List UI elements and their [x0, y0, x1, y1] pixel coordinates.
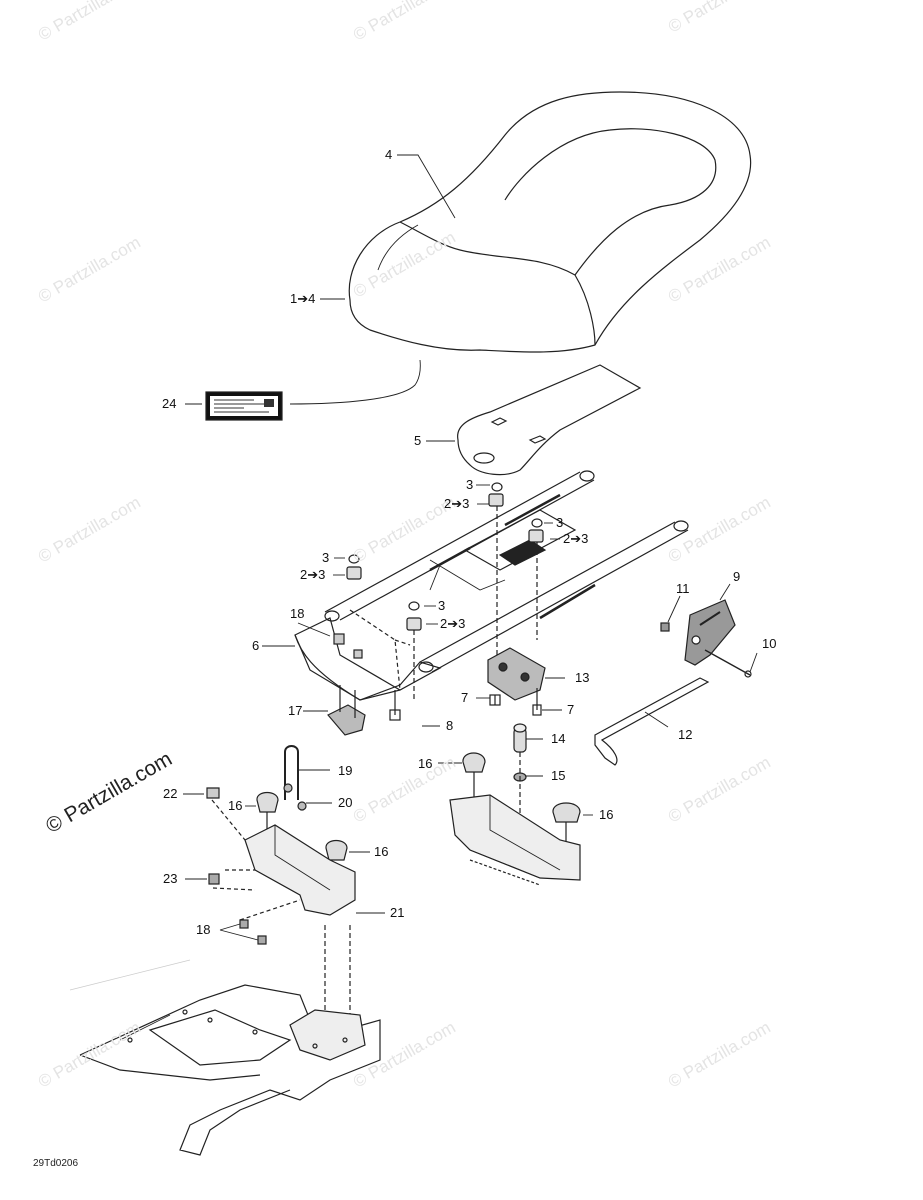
- seat-cushion: [348, 91, 752, 353]
- callout-label: 16: [228, 798, 243, 813]
- callout-label: 21: [390, 905, 405, 920]
- callout-label: 22: [163, 786, 178, 801]
- callout-label: 16: [599, 807, 614, 822]
- callout-label: 2➔3: [440, 616, 466, 631]
- rear-support-rail: [449, 794, 581, 886]
- callout-label: 15: [551, 768, 566, 783]
- callout-label: 4: [385, 147, 393, 162]
- callout-label: 10: [762, 636, 777, 651]
- callout-label: 3: [466, 477, 474, 492]
- callout-label: 23: [163, 871, 178, 886]
- seat-base-panel: [457, 364, 642, 476]
- callout-label: 5: [414, 433, 422, 448]
- callout-label: 6: [252, 638, 260, 653]
- callout-label: 2➔3: [563, 531, 589, 546]
- fasteners-upper: [333, 482, 544, 700]
- callout-label: 14: [551, 731, 566, 746]
- callout-label: 16: [374, 844, 389, 859]
- drawing-code: 29Td0206: [33, 1158, 79, 1169]
- callout-label: 7: [461, 690, 469, 705]
- callout-label: 2➔3: [300, 567, 326, 582]
- callout-label: 13: [575, 670, 590, 685]
- callout-label: 1➔4: [290, 291, 316, 306]
- release-rod: [594, 677, 710, 766]
- callout-label: 24: [162, 396, 177, 411]
- callout-label: 16: [418, 756, 433, 771]
- seat-frame-assembly: [294, 470, 689, 701]
- callout-label: 3: [322, 550, 330, 565]
- callout-label: 7: [567, 702, 575, 717]
- latch-hinge-bracket: [660, 599, 752, 678]
- seat-bracket: [327, 685, 366, 736]
- leader-lines: [183, 154, 758, 941]
- callout-label: 12: [678, 727, 693, 742]
- callout-label: 3: [438, 598, 446, 613]
- callout-label: 19: [338, 763, 353, 778]
- callout-label: 11: [676, 581, 690, 596]
- warning-label-decal: [205, 391, 283, 421]
- u-bolt: [283, 745, 307, 811]
- callout-label: 18: [196, 922, 211, 937]
- seat-support-bracket: [211, 799, 356, 1020]
- callout-label: 20: [338, 795, 353, 810]
- vehicle-frame: [69, 959, 381, 1156]
- callout-label: 8: [446, 718, 454, 733]
- callout-label: 3: [556, 515, 564, 530]
- rubber-bumpers: [256, 723, 581, 861]
- callout-label: 2➔3: [444, 496, 470, 511]
- seat-latch: [389, 647, 546, 721]
- callout-label: 18: [290, 606, 305, 621]
- callout-label: 9: [733, 569, 741, 584]
- callout-label: 17: [288, 703, 303, 718]
